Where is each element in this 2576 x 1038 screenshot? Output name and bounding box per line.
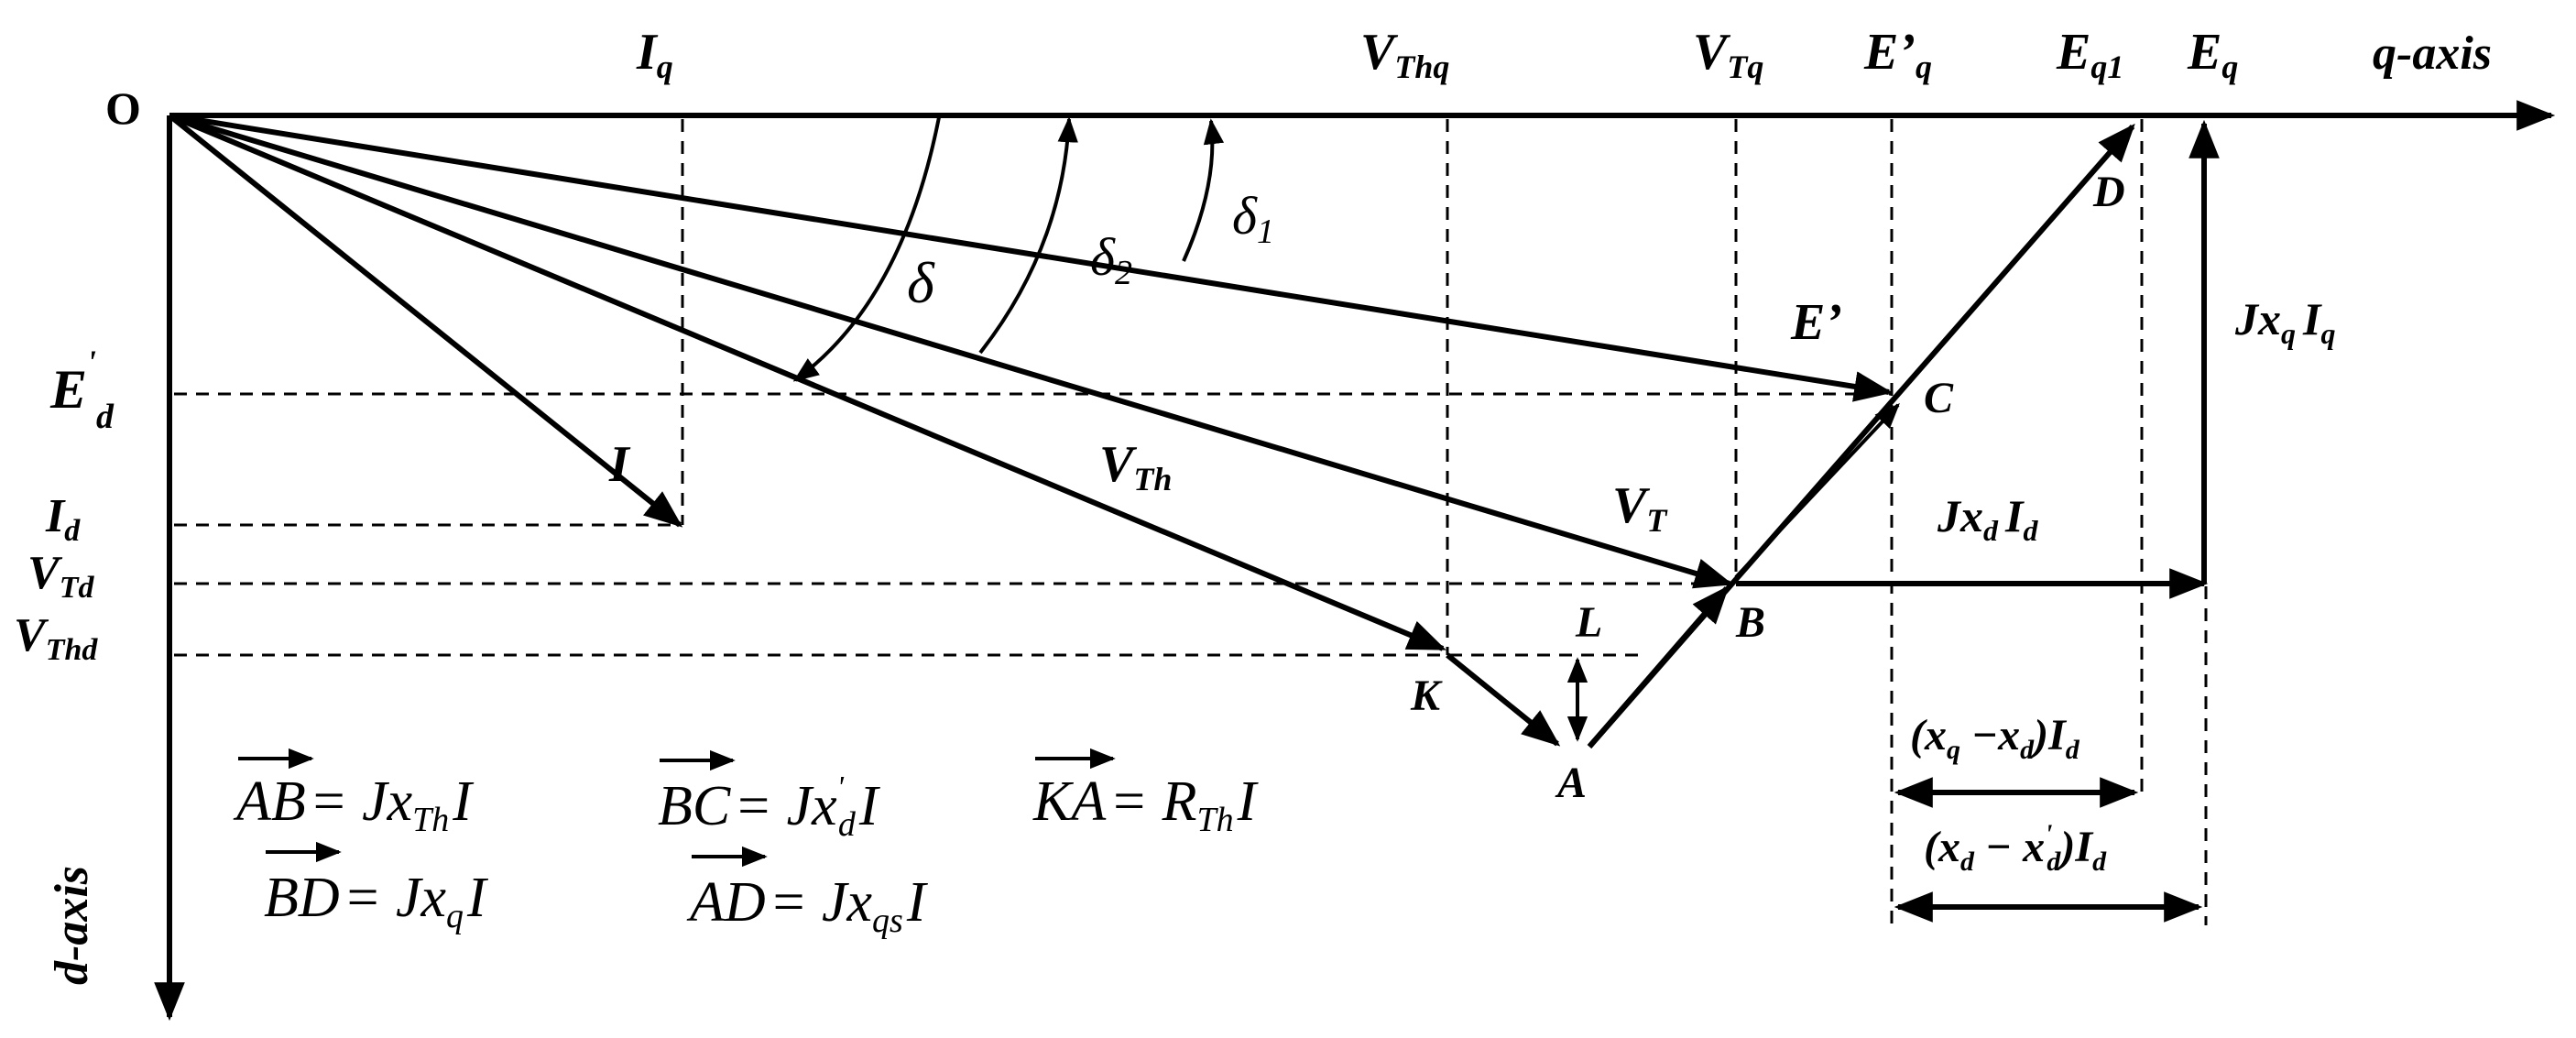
- current-vector-i: [168, 113, 683, 528]
- id-label: Id: [45, 490, 81, 548]
- point-k-label: K: [1410, 672, 1443, 720]
- eq-bc: BC= Jx'dI: [658, 749, 881, 844]
- vtq-label: VTq: [1693, 24, 1763, 85]
- vthd-label: VThd: [14, 609, 98, 667]
- q-axis-label: q-axis: [2373, 27, 2492, 80]
- point-c-label: C: [1924, 374, 1954, 422]
- eq-ka-text: KA= RThI: [1032, 770, 1260, 839]
- origin-label: O: [105, 82, 141, 134]
- ka-vector: [1446, 652, 1561, 747]
- point-l-label: L: [1575, 598, 1602, 647]
- e-prime-vector: [169, 113, 1894, 402]
- xd-minus-xdprime-label: (xd − x'd)Id: [1924, 819, 2107, 877]
- point-a-label: A: [1555, 759, 1587, 807]
- eq-ka: KA= RThI: [1032, 748, 1260, 839]
- vt-vector: [169, 113, 1734, 589]
- eq1-label: Eq1: [2056, 24, 2123, 85]
- vthq-label: VThq: [1360, 24, 1449, 85]
- eq-bd: BD= JxqI: [264, 841, 489, 935]
- e-prime-vector-label: E’: [1790, 294, 1842, 351]
- i-vector-label: I: [608, 436, 631, 493]
- iq-label: Iq: [636, 24, 673, 85]
- point-d-label: D: [2092, 168, 2125, 216]
- eq-label: Eq: [2187, 24, 2238, 85]
- ed-prime-label: E'd: [49, 344, 115, 436]
- delta2-arc: [978, 116, 1078, 355]
- eq-bc-text: BC= Jx'dI: [658, 770, 881, 844]
- delta1-label: δ1: [1232, 186, 1274, 251]
- xq-minus-xd-label: (xq −xd)Id: [1910, 711, 2080, 765]
- delta2-label: δ2: [1090, 227, 1132, 292]
- eq-bd-text: BD= JxqI: [264, 867, 489, 935]
- eq-ab-text: AB= JxThI: [233, 770, 475, 839]
- delta-arc: [792, 116, 941, 382]
- eq-ad-text: AD= JxqsI: [686, 871, 929, 940]
- vt-vector-label: VT: [1612, 477, 1668, 539]
- delta-label: δ: [907, 250, 935, 315]
- eq-ab: AB= JxThI: [233, 748, 475, 839]
- vtd-label: VTd: [27, 547, 94, 605]
- point-b-label: B: [1735, 598, 1765, 647]
- vth-vector: [168, 113, 1446, 651]
- eq-ad: AD= JxqsI: [686, 846, 929, 940]
- d-axis-label: d-axis: [46, 866, 98, 985]
- vth-vector-label: VTh: [1099, 436, 1172, 497]
- bc-vector: [1734, 402, 1900, 579]
- delta1-arc: [1182, 118, 1225, 262]
- eq-prime-label: E’q: [1863, 24, 1932, 85]
- ab-vector: [1587, 585, 1730, 748]
